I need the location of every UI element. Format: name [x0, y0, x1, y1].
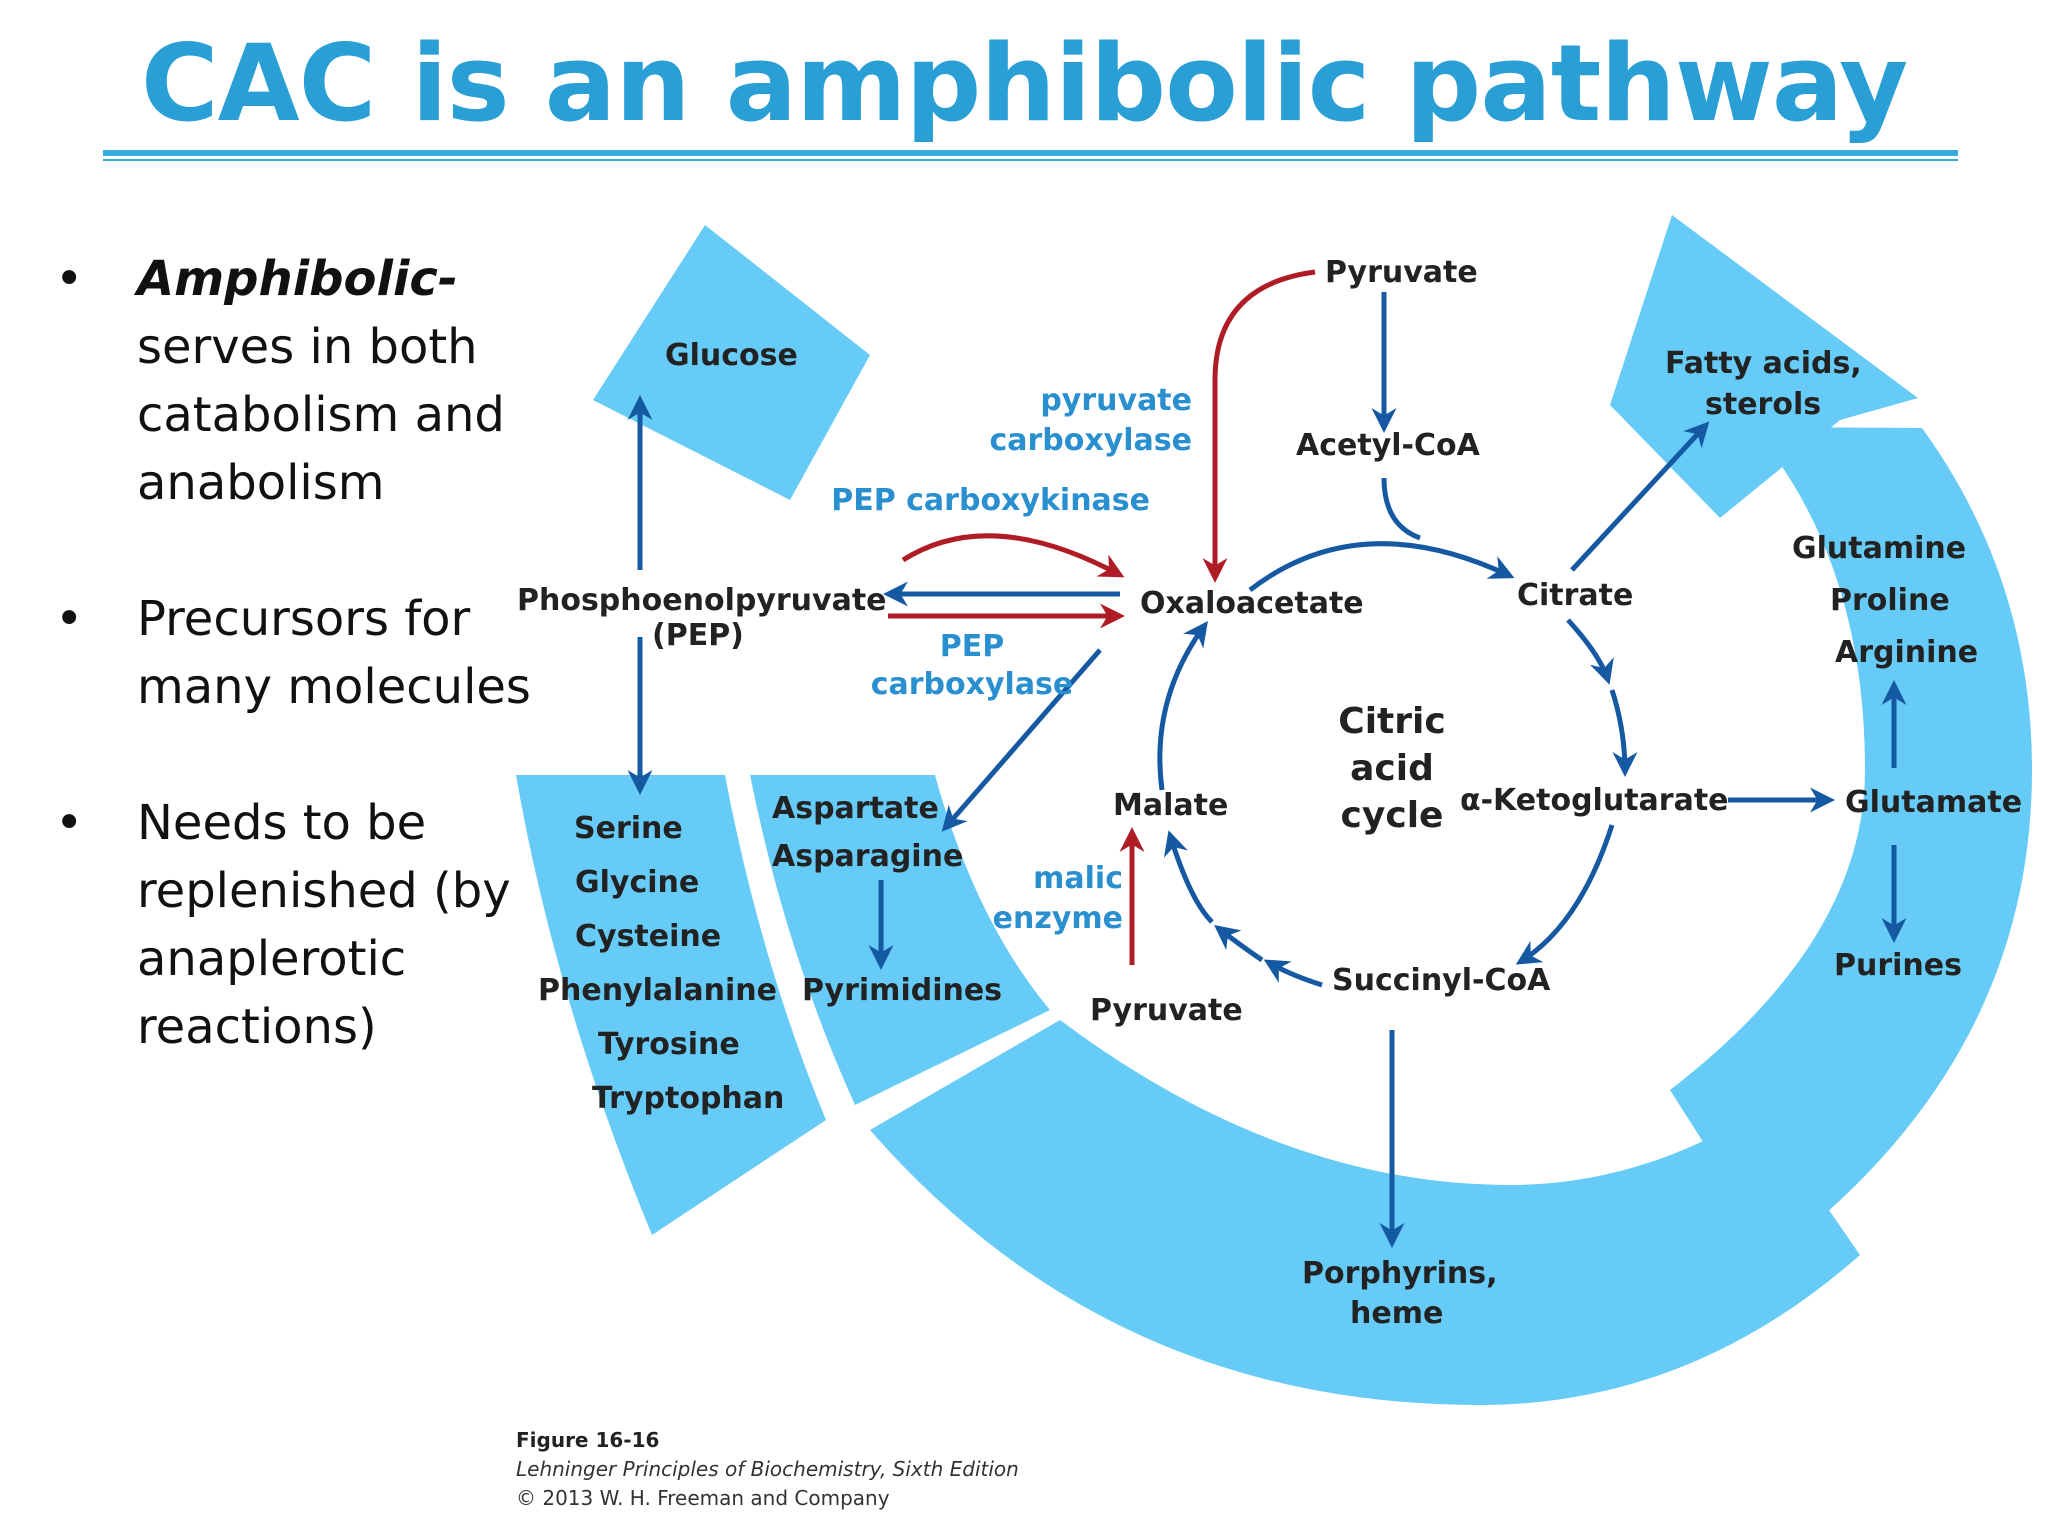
enzyme-pep-carboxylase-2: carboxylase [871, 667, 1074, 702]
label-oxaloacetate: Oxaloacetate [1140, 586, 1364, 621]
figure-caption: Figure 16-16 Lehninger Principles of Bio… [516, 1426, 1019, 1513]
label-serine: Serine [574, 811, 683, 846]
cycle-arc-citrate-akg [1566, 618, 1614, 685]
enzyme-malic-2: enzyme [993, 901, 1123, 936]
arrow-pep-carboxykinase-red [901, 533, 1125, 578]
bullet-dot-icon: • [55, 591, 84, 647]
label-glycine: Glycine [575, 865, 699, 900]
cycle-arc-citrate-akg2 [1609, 689, 1638, 777]
label-tyrosine: Tyrosine [598, 1027, 740, 1062]
label-succinyl-coa: Succinyl-CoA [1332, 963, 1551, 998]
label-porphyrins: Porphyrins, [1302, 1256, 1497, 1291]
bullet-term: Amphibolic- [137, 251, 458, 307]
arrow-oaa-aspartate [941, 648, 1102, 832]
label-malate: Malate [1113, 788, 1228, 823]
label-proline: Proline [1830, 583, 1950, 618]
enzyme-pyruvate-carboxylase-2: carboxylase [989, 423, 1192, 458]
figure-book: Lehninger Principles of Biochemistry, Si… [516, 1457, 1019, 1481]
cycle-arc-malate-1 [1163, 830, 1214, 924]
label-arginine: Arginine [1835, 635, 1978, 670]
label-tryptophan: Tryptophan [592, 1081, 784, 1116]
cycle-label-2: acid [1350, 748, 1434, 789]
label-glucose: Glucose [665, 338, 798, 373]
cycle-arc-succinyl-malate [1263, 959, 1323, 988]
label-glutamine: Glutamine [1792, 531, 1966, 566]
label-fatty-acids: Fatty acids, [1665, 346, 1862, 381]
cycle-arc-succinyl-malate2 [1214, 924, 1264, 963]
enzyme-pyruvate-carboxylase: pyruvate [1040, 383, 1192, 418]
label-pyruvate-top: Pyruvate [1325, 255, 1478, 290]
arrow-citrate-fatty [1570, 421, 1710, 572]
figure-copyright: © 2013 W. H. Freeman and Company [516, 1486, 890, 1510]
bullet-item: • Precursors for many molecules [55, 585, 535, 721]
label-pyrimidines: Pyrimidines [802, 973, 1002, 1008]
figure-number: Figure 16-16 [516, 1428, 660, 1452]
enzyme-pep-carboxylase: PEP [940, 629, 1004, 664]
bullet-item: • Amphibolic- serves in both catabolism … [55, 245, 535, 517]
bullet-text: Precursors for many molecules [137, 591, 531, 715]
label-pep-abbrev: (PEP) [652, 618, 744, 653]
label-heme: heme [1350, 1296, 1443, 1331]
label-cysteine: Cysteine [575, 919, 721, 954]
aspartate-sector [750, 775, 1050, 1105]
bullet-text: serves in both catabolism and anabolism [137, 319, 505, 511]
label-aspartate: Aspartate [772, 791, 939, 826]
title-underline [103, 150, 1958, 156]
bullet-list: • Amphibolic- serves in both catabolism … [55, 245, 535, 1129]
enzyme-malic: malic [1033, 861, 1123, 896]
slide-title: CAC is an amphibolic pathway [140, 22, 1908, 145]
label-sterols: sterols [1705, 387, 1821, 422]
label-asparagine: Asparagine [772, 839, 963, 874]
cycle-arc-malate-oaa [1157, 620, 1208, 791]
glucose-sector [593, 225, 870, 500]
arrow-pyruvate-oaa-red [1202, 269, 1316, 583]
label-pep: Phosphoenolpyruvate [517, 583, 887, 618]
enzyme-pep-carboxykinase: PEP carboxykinase [831, 483, 1150, 518]
label-pyruvate-bottom: Pyruvate [1090, 993, 1243, 1028]
bullet-text: Needs to be replenished (by anaplerotic … [137, 795, 511, 1055]
bullet-dot-icon: • [55, 795, 84, 851]
figure-source: Lehninger Principles of Biochemistry, Si… [516, 1455, 1019, 1484]
arrow-acetylcoa-citrate [1381, 477, 1421, 541]
porphyrin-sector [870, 1020, 1860, 1405]
label-acetyl-coa: Acetyl-CoA [1296, 428, 1481, 463]
cycle-arc-akg-succinyl [1515, 824, 1615, 965]
label-purines: Purines [1834, 948, 1962, 983]
glutamine-sector [1670, 427, 2032, 1255]
bullet-item: • Needs to be replenished (by anapleroti… [55, 789, 535, 1061]
cycle-label-1: Citric [1338, 701, 1445, 742]
amino-acid-sector-left [516, 775, 826, 1235]
cycle-label-3: cycle [1341, 795, 1444, 836]
label-citrate: Citrate [1517, 578, 1633, 613]
label-phenylalanine: Phenylalanine [538, 973, 777, 1008]
label-glutamate: Glutamate [1845, 785, 2022, 820]
bullet-dot-icon: • [55, 251, 84, 307]
cycle-arc-oaa-citrate [1248, 541, 1515, 592]
title-underline-thin [103, 159, 1958, 161]
label-alpha-ketoglutarate: α-Ketoglutarate [1460, 783, 1729, 818]
